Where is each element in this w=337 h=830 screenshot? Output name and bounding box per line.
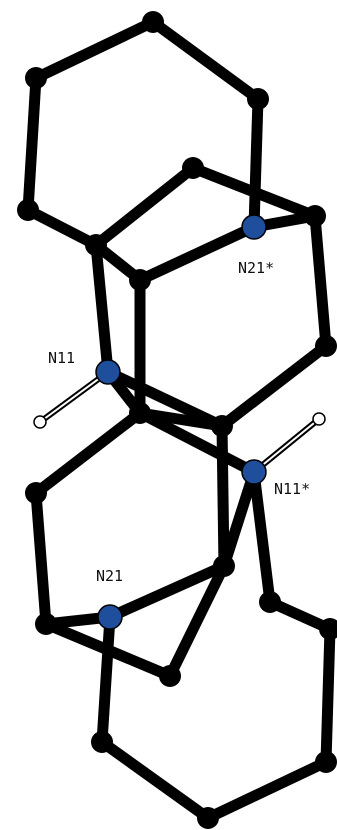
label-n21-star: N21* bbox=[238, 259, 274, 277]
atom-c10 bbox=[315, 335, 337, 357]
bond-c2-c4 bbox=[30, 16, 159, 84]
bond-c21-c22 bbox=[96, 736, 214, 824]
atom-c21 bbox=[197, 807, 219, 829]
bond-c5-c8 bbox=[187, 162, 321, 222]
bond-c2-c1 bbox=[147, 16, 264, 105]
bond-c9-c5 bbox=[90, 162, 199, 251]
label-n21: N21 bbox=[96, 567, 123, 585]
atoms-layer bbox=[17, 11, 337, 829]
bond-n21s-c11 bbox=[134, 221, 260, 286]
atom-c18 bbox=[259, 591, 281, 613]
bonds-layer bbox=[22, 16, 336, 824]
bond-c20-c21 bbox=[202, 756, 332, 824]
bond-c10-c13 bbox=[216, 340, 332, 432]
atom-n11s bbox=[241, 459, 267, 485]
atom-c5 bbox=[182, 157, 204, 179]
bond-c12-c14 bbox=[30, 407, 146, 499]
atom-c15 bbox=[35, 613, 57, 635]
bond-c9-n11 bbox=[90, 239, 114, 378]
atom-c16 bbox=[213, 555, 235, 577]
atom-n11 bbox=[95, 359, 121, 385]
label-n11-star: N11* bbox=[274, 480, 310, 498]
label-n11: N11 bbox=[48, 349, 75, 367]
bond-c12-n11s bbox=[134, 407, 260, 478]
bond-c17-c16 bbox=[164, 560, 230, 682]
atom-c7 bbox=[17, 199, 39, 221]
h-bond-inner-n11s bbox=[253, 418, 320, 473]
atom-c8 bbox=[304, 205, 326, 227]
atom-h2 bbox=[312, 412, 326, 426]
bond-c22-n21 bbox=[96, 611, 116, 748]
atom-n21s bbox=[241, 214, 267, 240]
atom-c22 bbox=[91, 731, 113, 753]
atom-c2 bbox=[142, 11, 164, 33]
atom-n21 bbox=[97, 604, 123, 630]
bond-c19-c20 bbox=[320, 623, 336, 768]
atom-c1 bbox=[247, 88, 269, 110]
atom-c14 bbox=[25, 482, 47, 504]
bond-c7-c9 bbox=[22, 204, 102, 251]
bond-n11-c13 bbox=[102, 366, 228, 432]
atom-c19 bbox=[319, 618, 337, 640]
atom-c17 bbox=[159, 665, 181, 687]
bond-c13-c16 bbox=[216, 420, 230, 572]
atom-c12 bbox=[129, 402, 151, 424]
atom-c20 bbox=[315, 751, 337, 773]
bond-c8-c10 bbox=[309, 210, 332, 352]
atom-c4 bbox=[25, 67, 47, 89]
bond-c4-c7 bbox=[22, 72, 42, 216]
atom-c9 bbox=[85, 234, 107, 256]
bond-c16-n21 bbox=[104, 560, 230, 623]
h-bond-inner-n11 bbox=[39, 371, 109, 423]
atom-c13 bbox=[211, 415, 233, 437]
atom-c11 bbox=[129, 269, 151, 291]
atom-h1 bbox=[33, 415, 47, 429]
bond-c1-c3 bbox=[248, 93, 264, 233]
bond-n11s-c18 bbox=[248, 466, 276, 608]
bond-c14-c15 bbox=[30, 487, 52, 630]
